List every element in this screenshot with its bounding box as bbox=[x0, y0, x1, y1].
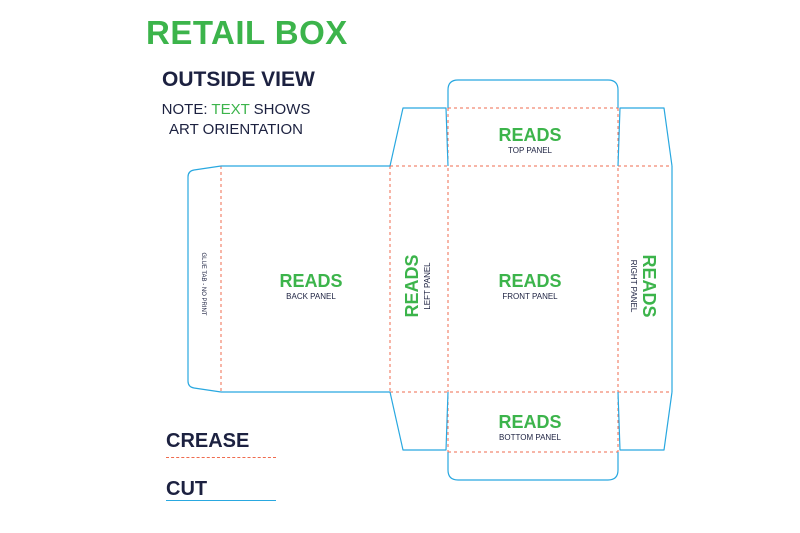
cut-right-top-flap bbox=[617, 107, 673, 167]
front-panel-reads: READS bbox=[498, 271, 561, 291]
left-panel-label: LEFT PANEL bbox=[423, 262, 432, 310]
top-panel-label: TOP PANEL bbox=[508, 146, 553, 155]
view-subtitle: OUTSIDE VIEW bbox=[162, 68, 315, 91]
back-panel-reads: READS bbox=[279, 271, 342, 291]
glue-tab-text-group: GLUE TAB - NO PRINT bbox=[200, 252, 206, 315]
left-panel-text-group: READS LEFT PANEL bbox=[402, 254, 432, 317]
note-prefix: NOTE: bbox=[161, 101, 212, 118]
back-panel-label: BACK PANEL bbox=[286, 292, 336, 301]
cut-top-tuck bbox=[447, 79, 619, 108]
cut-glue-tab bbox=[187, 165, 222, 393]
orientation-note: NOTE: TEXT SHOWS ART ORIENTATION bbox=[160, 100, 312, 140]
note-suffix: SHOWS bbox=[249, 101, 311, 118]
note-line2: ART ORIENTATION bbox=[169, 121, 303, 138]
front-panel-label: FRONT PANEL bbox=[502, 292, 558, 301]
legend-cut-label: CUT bbox=[166, 478, 208, 500]
cut-left-bottom-flap bbox=[389, 391, 449, 451]
glue-tab-label: GLUE TAB - NO PRINT bbox=[200, 252, 206, 315]
left-panel-reads: READS bbox=[402, 254, 422, 317]
right-panel-text-group: READS RIGHT PANEL bbox=[629, 254, 659, 317]
right-panel-label: RIGHT PANEL bbox=[629, 260, 638, 313]
legend-crease-line bbox=[166, 457, 276, 458]
legend-crease-label: CREASE bbox=[166, 430, 250, 452]
cut-right-bottom-flap bbox=[617, 391, 673, 451]
bottom-panel-reads: READS bbox=[498, 412, 561, 432]
cut-bottom-tuck bbox=[447, 452, 619, 481]
cut-left-top-flap bbox=[389, 107, 449, 167]
right-panel-reads: READS bbox=[639, 254, 659, 317]
diagram-title: RETAIL BOX bbox=[146, 14, 348, 51]
top-panel-reads: READS bbox=[498, 125, 561, 145]
crease-lines bbox=[220, 107, 672, 453]
legend-cut-line bbox=[166, 500, 276, 501]
cut-lines bbox=[187, 79, 673, 481]
note-highlight: TEXT bbox=[211, 101, 250, 118]
bottom-panel-label: BOTTOM PANEL bbox=[499, 433, 561, 442]
